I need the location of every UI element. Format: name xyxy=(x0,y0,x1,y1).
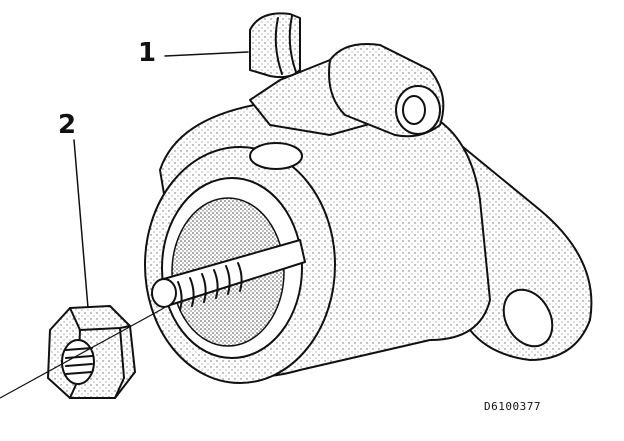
shaft-end xyxy=(151,278,177,308)
callout-2-label: 2 xyxy=(58,110,77,140)
housing-top-hole xyxy=(249,142,303,170)
leader-line-1 xyxy=(164,51,249,57)
pivot-bolt-bore xyxy=(402,95,426,125)
shaft-thread xyxy=(177,262,243,311)
flange-bolt-hole xyxy=(502,288,554,348)
callout-1-label: 1 xyxy=(138,38,157,68)
plunger-groove-2 xyxy=(288,15,297,73)
plunger-groove-1 xyxy=(274,17,283,75)
nut-thread xyxy=(65,347,93,375)
leader-line-2 xyxy=(73,139,89,309)
figure-code: D6100377 xyxy=(484,400,541,413)
assembly-axis-line xyxy=(0,307,165,399)
